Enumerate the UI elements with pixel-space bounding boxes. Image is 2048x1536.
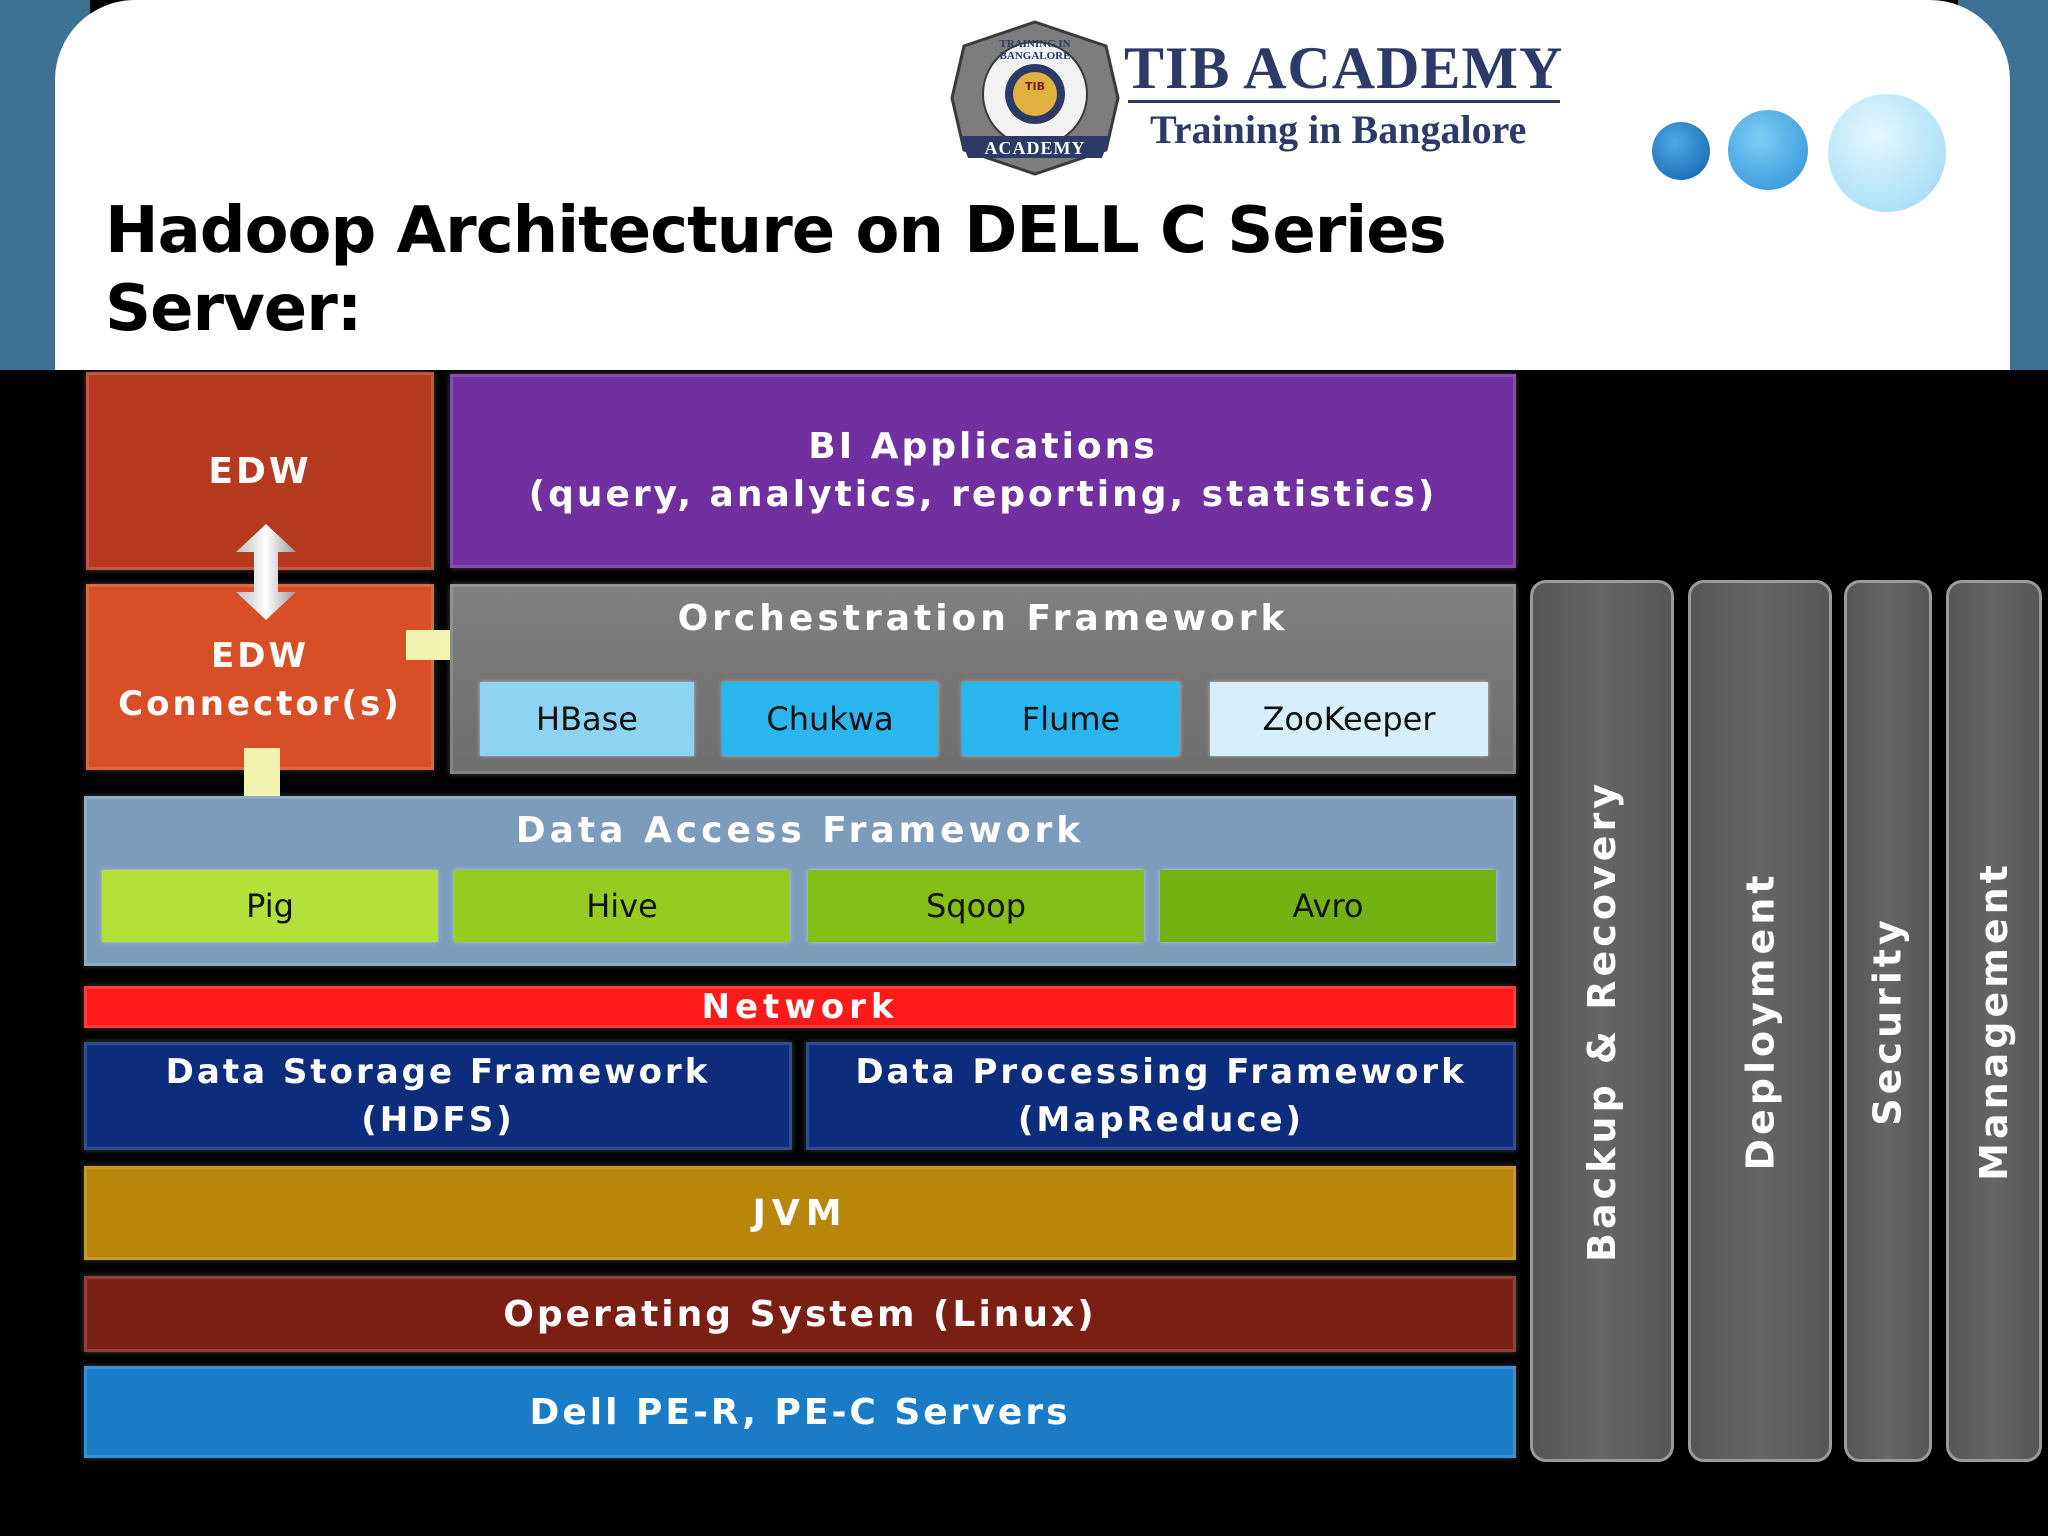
bi-applications-block: BI Applications (query, analytics, repor…: [450, 374, 1516, 568]
pillar-backup-recovery: Backup & Recovery: [1530, 580, 1674, 1462]
pillar-security-label: Security: [1866, 916, 1911, 1126]
tool-hbase: HBase: [480, 682, 694, 756]
decorative-dot-small: [1652, 122, 1710, 180]
decorative-dot-medium: [1728, 110, 1808, 190]
data-storage-subtitle: (HDFS): [361, 1100, 515, 1140]
data-storage-title: Data Storage Framework: [165, 1052, 711, 1092]
seal-banner-text: ACADEMY: [984, 138, 1086, 158]
orchestration-framework-title: Orchestration Framework: [677, 598, 1289, 639]
operating-system-layer: Operating System (Linux): [84, 1276, 1516, 1352]
edw-label: EDW: [208, 450, 312, 492]
pillar-management: Management: [1946, 580, 2042, 1462]
data-storage-framework-block: Data Storage Framework (HDFS): [84, 1042, 792, 1150]
pillar-deployment: Deployment: [1688, 580, 1832, 1462]
hardware-layer: Dell PE-R, PE-C Servers: [84, 1366, 1516, 1458]
edw-connector-label-line-1: EDW: [211, 636, 309, 676]
pillar-deployment-label: Deployment: [1738, 871, 1783, 1171]
data-processing-framework-block: Data Processing Framework (MapReduce): [806, 1042, 1516, 1150]
operating-system-label: Operating System (Linux): [503, 1293, 1097, 1335]
page-title-line-1: Hadoop Architecture on DELL C Series: [105, 194, 1447, 268]
bi-applications-subtitle: (query, analytics, reporting, statistics…: [528, 474, 1438, 515]
tib-academy-seal-logo: [950, 20, 1120, 176]
page-title: Hadoop Architecture on DELL C Series Ser…: [105, 192, 1605, 348]
jvm-label: JVM: [752, 1192, 848, 1234]
network-layer: Network: [84, 986, 1516, 1028]
data-access-framework-title: Data Access Framework: [515, 810, 1085, 851]
bidirectional-arrow-icon: [236, 524, 296, 620]
data-processing-subtitle: (MapReduce): [1017, 1100, 1305, 1140]
bi-applications-title: BI Applications: [808, 426, 1158, 467]
tool-flume: Flume: [962, 682, 1180, 756]
edw-connector-block: EDW Connector(s): [86, 584, 434, 770]
logo-name: TIB ACADEMY: [1124, 35, 1564, 101]
decorative-dot-large: [1828, 94, 1946, 212]
tool-zookeeper: ZooKeeper: [1210, 682, 1488, 756]
tool-pig: Pig: [102, 870, 438, 942]
data-processing-title: Data Processing Framework: [855, 1052, 1467, 1092]
network-label: Network: [701, 987, 899, 1027]
edw-connector-label-line-2: Connector(s): [118, 684, 402, 724]
tool-hive: Hive: [454, 870, 790, 942]
seal-center-text: TIB: [1025, 80, 1045, 93]
seal-ring-text: TRAINING IN BANGALORE: [999, 38, 1071, 62]
pillar-backup-recovery-label: Backup & Recovery: [1580, 780, 1625, 1262]
tool-sqoop: Sqoop: [808, 870, 1144, 942]
hardware-label: Dell PE-R, PE-C Servers: [529, 1391, 1071, 1433]
tool-avro: Avro: [1160, 870, 1496, 942]
pillar-security: Security: [1844, 580, 1932, 1462]
page-title-line-2: Server:: [105, 272, 362, 346]
jvm-layer: JVM: [84, 1166, 1516, 1260]
logo-divider: [1128, 100, 1560, 103]
tool-chukwa: Chukwa: [722, 682, 938, 756]
pillar-management-label: Management: [1972, 861, 2016, 1181]
logo-tagline: Training in Bangalore: [1150, 107, 1527, 152]
